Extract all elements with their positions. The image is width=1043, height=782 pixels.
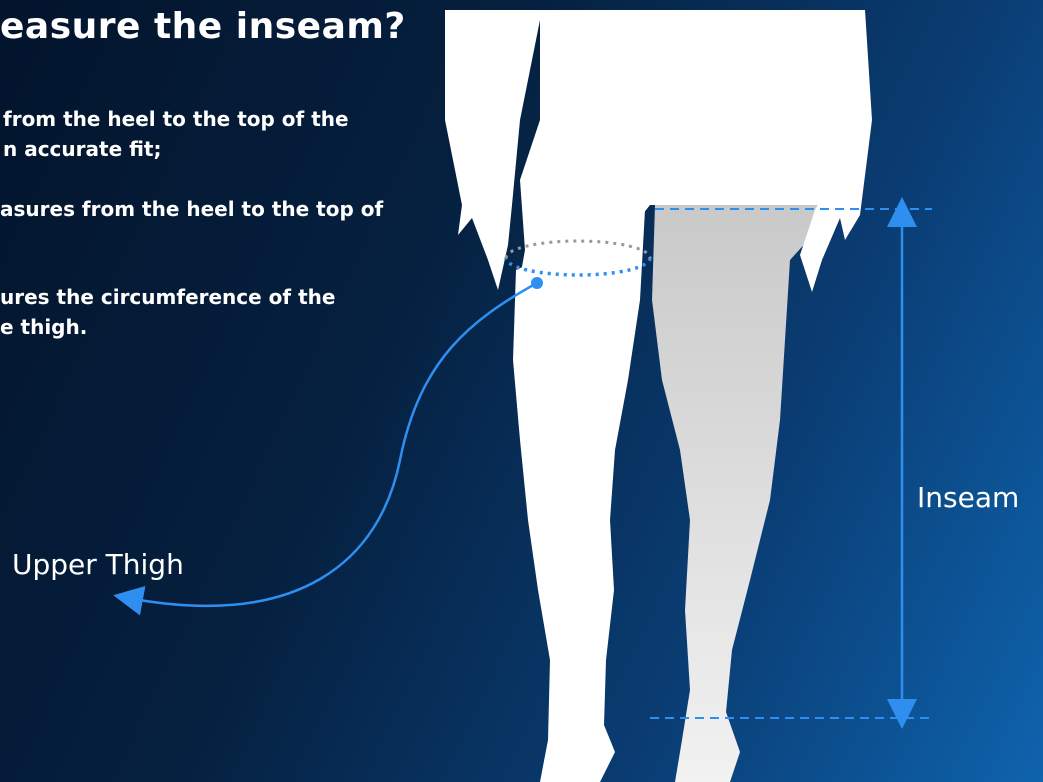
upper-thigh-label: Upper Thigh — [12, 548, 184, 581]
left-leg-shape — [513, 210, 645, 782]
body-silhouette — [445, 10, 872, 782]
inseam-label: Inseam — [917, 481, 1019, 514]
right-leg-shape — [652, 205, 840, 782]
upper-thigh-pointer-curve — [128, 283, 537, 606]
